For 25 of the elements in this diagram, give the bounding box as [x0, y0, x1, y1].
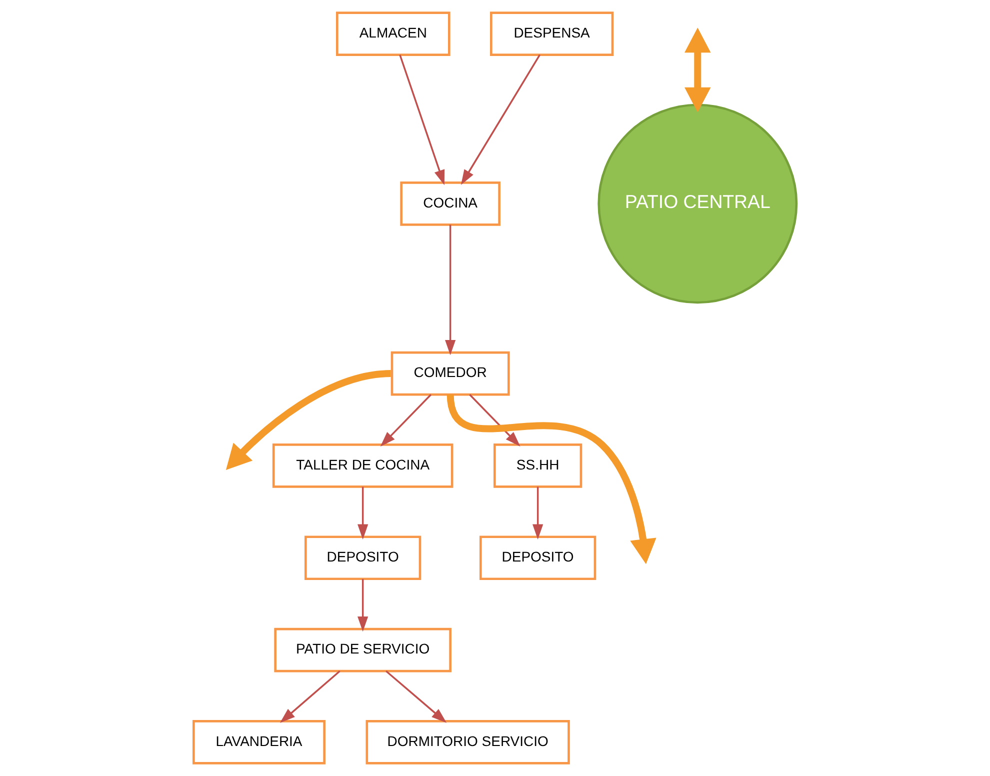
- node-box: DEPOSITO: [304, 536, 422, 580]
- arrow: [460, 54, 541, 185]
- arrow: [386, 670, 447, 723]
- node-box: DESPENSA: [490, 12, 614, 56]
- arrow: [399, 54, 445, 186]
- node-box: LAVANDERIA: [192, 720, 326, 764]
- arrow: [445, 224, 456, 356]
- arrow: [280, 670, 340, 723]
- arrow: [380, 394, 432, 447]
- arrow: [358, 578, 368, 632]
- node-box: DEPOSITO: [479, 536, 596, 580]
- arrow: [469, 394, 520, 447]
- arrow: [446, 394, 656, 564]
- node-box: ALMACEN: [336, 12, 450, 56]
- arrow: [226, 370, 392, 470]
- arrow: [532, 486, 544, 540]
- node-box: COMEDOR: [390, 351, 510, 396]
- node-box: DORMITORIO SERVICIO: [366, 720, 570, 764]
- arrow: [358, 486, 368, 540]
- node-box: PATIO DE SERVICIO: [274, 628, 452, 672]
- node-circle: PATIO CENTRAL: [598, 104, 798, 304]
- node-box: SS.HH: [493, 444, 582, 488]
- arrow: [684, 28, 711, 112]
- node-box: COCINA: [400, 182, 500, 226]
- node-box: TALLER DE COCINA: [272, 444, 454, 488]
